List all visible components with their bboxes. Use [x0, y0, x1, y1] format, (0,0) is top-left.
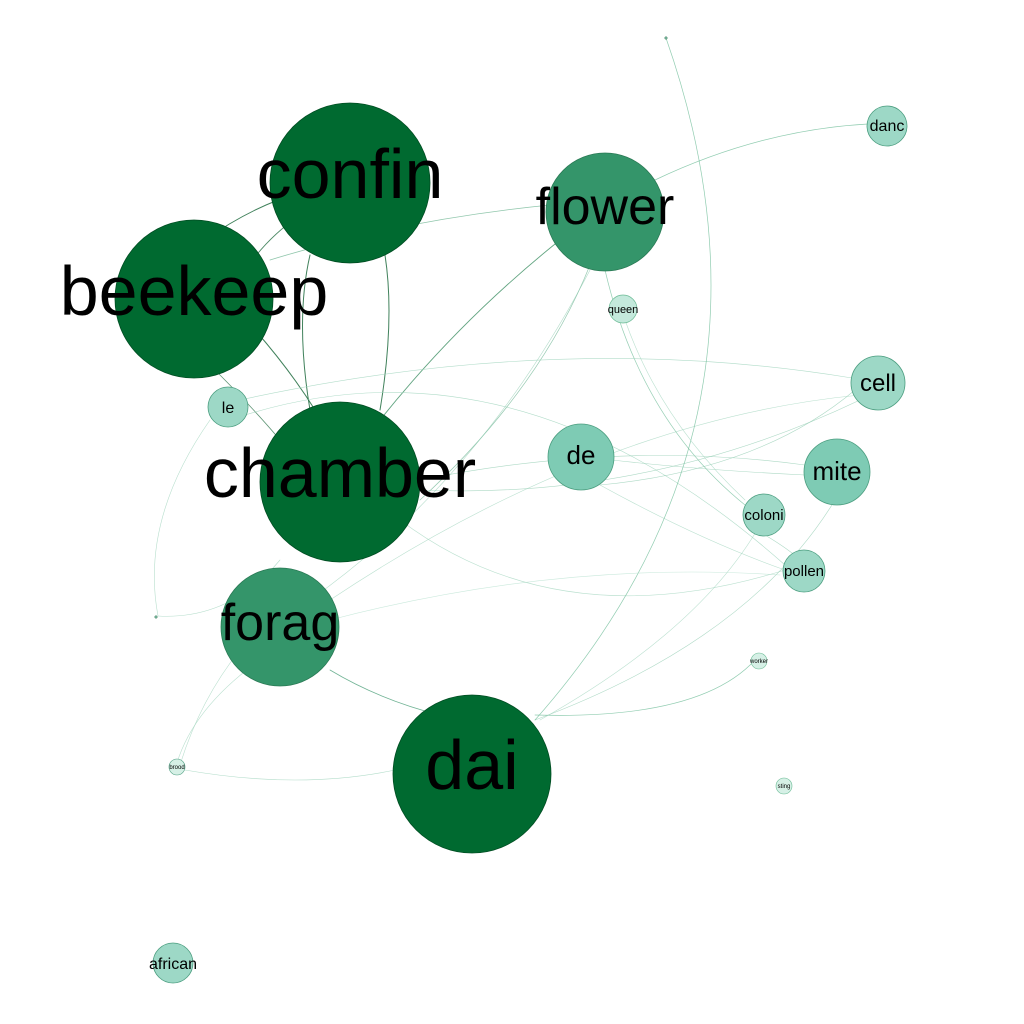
node-flower-circle [545, 152, 665, 272]
edge-dai-brood [184, 769, 396, 781]
node-worker-circle [750, 652, 768, 670]
node-pollen-circle [782, 549, 826, 593]
node-forag[interactable]: forag [220, 567, 340, 687]
node-beekeep-circle [114, 219, 274, 379]
node-worker[interactable]: worker [749, 652, 768, 670]
node-coloni[interactable]: coloni [742, 493, 786, 537]
node-pollen[interactable]: pollen [782, 549, 826, 593]
node-african[interactable]: african [149, 942, 197, 984]
node-coloni-label: coloni [744, 507, 783, 524]
tiny-node-left [154, 615, 158, 619]
node-chamber[interactable]: chamber [204, 401, 476, 563]
edge-dai-top [534, 37, 712, 721]
edge-dai-coloni [539, 524, 761, 721]
node-cell-label: cell [860, 370, 896, 397]
edge-forag-pollen [329, 571, 781, 621]
node-sting-circle [775, 777, 793, 795]
edge-confin-chamber-2 [302, 254, 311, 411]
node-de[interactable]: de [547, 423, 615, 491]
node-mite-circle [803, 438, 871, 506]
node-chamber-label: chamber [204, 434, 476, 512]
node-dai-circle [392, 694, 552, 854]
node-confin-circle [269, 102, 431, 264]
edge-de-pollen [599, 484, 786, 571]
node-brood[interactable]: brood [168, 758, 186, 776]
node-queen-label: queen [608, 304, 639, 316]
node-le-label: le [222, 400, 235, 417]
node-flower[interactable]: flower [536, 152, 675, 272]
node-le-circle [207, 386, 249, 428]
node-danc-circle [866, 105, 908, 147]
node-sting-label: sting [778, 784, 791, 790]
tiny-node-top [664, 36, 668, 40]
edge-dai-mite [534, 499, 836, 721]
node-brood-label: brood [169, 765, 184, 771]
node-worker-label: worker [749, 659, 768, 665]
node-dai[interactable]: dai [392, 694, 552, 854]
edge-confin-chamber [379, 254, 390, 411]
node-cell[interactable]: cell [850, 355, 906, 411]
node-mite-label: mite [812, 456, 861, 486]
node-queen-circle [608, 294, 638, 324]
node-de-label: de [567, 440, 596, 470]
edge-forag-brood [179, 649, 241, 766]
edge-chamber-cell [419, 399, 861, 492]
node-mite[interactable]: mite [803, 438, 871, 506]
edge-flower-danc [654, 123, 869, 181]
edge-dai-worker [534, 659, 756, 716]
node-le[interactable]: le [207, 386, 249, 428]
node-forag-label: forag [221, 594, 340, 652]
edge-chamber-mite [419, 455, 806, 481]
node-cell-circle [850, 355, 906, 411]
node-confin-label: confin [257, 135, 444, 213]
node-beekeep-label: beekeep [60, 252, 329, 330]
node-danc-label: danc [870, 118, 905, 135]
edge-chamber-flower [379, 239, 561, 421]
node-confin[interactable]: confin [257, 102, 444, 264]
edge-le-cell [239, 358, 853, 401]
node-dai-label: dai [425, 726, 518, 804]
node-chamber-circle [259, 401, 421, 563]
node-beekeep[interactable]: beekeep [60, 219, 329, 379]
node-flower-label: flower [536, 178, 675, 236]
node-brood-circle [168, 758, 186, 776]
edge-de-cell [599, 389, 856, 486]
edge-le-left [154, 419, 211, 617]
node-forag-circle [220, 567, 340, 687]
node-de-circle [547, 423, 615, 491]
node-african-circle [152, 942, 194, 984]
edge-de-mite [611, 459, 806, 476]
edge-coloni-queen [624, 319, 746, 501]
edge-beekeep-chamber-2 [214, 369, 281, 441]
edge-le-pollen [244, 392, 786, 566]
node-pollen-label: pollen [784, 563, 824, 580]
node-coloni-circle [742, 493, 786, 537]
edge-chamber-pollen [399, 519, 786, 597]
node-african-label: african [149, 956, 197, 973]
node-queen[interactable]: queen [608, 294, 639, 324]
edge-chamber-flower-2 [419, 264, 591, 501]
node-danc[interactable]: danc [866, 105, 908, 147]
node-sting[interactable]: sting [775, 777, 793, 795]
edge-flower-forag [309, 269, 591, 601]
